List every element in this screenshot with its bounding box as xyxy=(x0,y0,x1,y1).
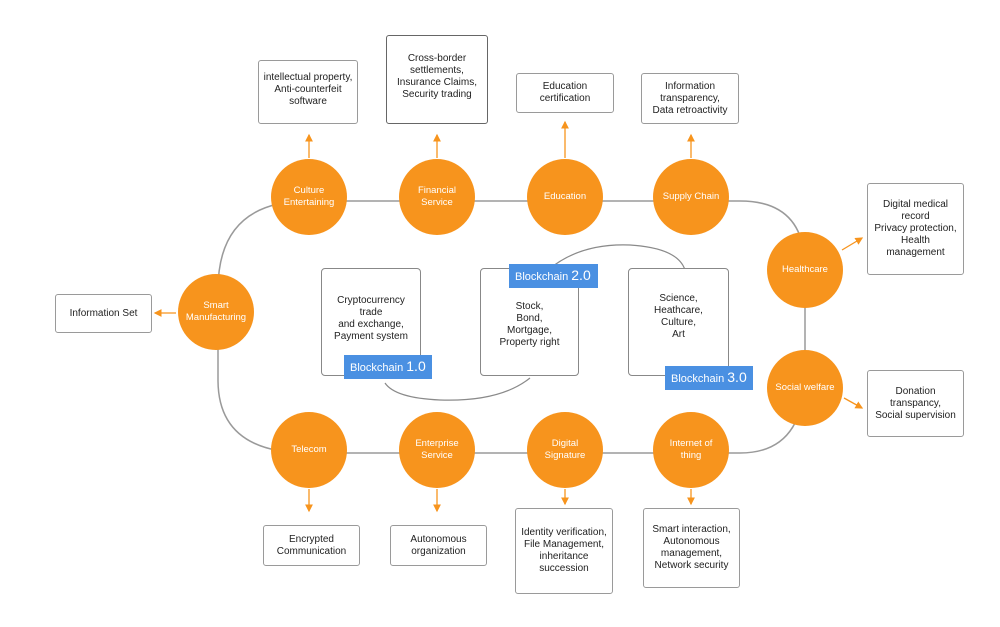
blockchain-3-name: Blockchain xyxy=(671,373,725,385)
node-culture-entertaining: Culture Entertaining xyxy=(271,159,347,235)
blockchain-3-card: Science, Heathcare, Culture, Art xyxy=(628,268,729,376)
social-welfare-applications: Donation transpancy, Social supervision xyxy=(867,370,964,437)
financial-applications: Cross-border settlements, Insurance Clai… xyxy=(386,35,488,124)
iot-applications: Smart interaction, Autonomous management… xyxy=(643,508,740,588)
node-telecom: Telecom xyxy=(271,412,347,488)
arrow-social xyxy=(843,397,864,409)
enterprise-applications: Autonomous organization xyxy=(390,525,487,566)
node-enterprise-service: Enterprise Service xyxy=(399,412,475,488)
blockchain-1-version: 1.0 xyxy=(406,358,426,374)
blockchain-1-tag: Blockchain 1.0 xyxy=(344,355,432,379)
node-education: Education xyxy=(527,159,603,235)
healthcare-applications: Digital medical record Privacy protectio… xyxy=(867,183,964,275)
blockchain-evolution-curve-1 xyxy=(384,377,531,401)
node-social-welfare: Social welfare xyxy=(767,350,843,426)
digital-signature-applications: Identity verification, File Management, … xyxy=(515,508,613,594)
arrow-healthcare xyxy=(841,237,864,251)
node-healthcare: Healthcare xyxy=(767,232,843,308)
node-internet-of-thing: Internet of thing xyxy=(653,412,729,488)
node-supply-chain: Supply Chain xyxy=(653,159,729,235)
blockchain-2-version: 2.0 xyxy=(571,267,591,283)
blockchain-2-tag: Blockchain 2.0 xyxy=(509,264,598,288)
blockchain-1-name: Blockchain xyxy=(350,362,404,374)
node-digital-signature: Digital Signature xyxy=(527,412,603,488)
blockchain-evolution-curve-2 xyxy=(547,244,686,271)
blockchain-3-tag: Blockchain 3.0 xyxy=(665,366,753,390)
telecom-applications: Encrypted Communication xyxy=(263,525,360,566)
node-smart-manufacturing: Smart Manufacturing xyxy=(178,274,254,350)
education-applications: Education certification xyxy=(516,73,614,113)
blockchain-3-version: 3.0 xyxy=(727,369,747,385)
node-financial-service: Financial Service xyxy=(399,159,475,235)
supply-chain-applications: Information transparency, Data retroacti… xyxy=(641,73,739,124)
blockchain-2-name: Blockchain xyxy=(515,271,569,283)
arrows xyxy=(153,120,864,513)
culture-applications: intellectual property, Anti-counterfeit … xyxy=(258,60,358,124)
manufacturing-applications: Information Set xyxy=(55,294,152,333)
